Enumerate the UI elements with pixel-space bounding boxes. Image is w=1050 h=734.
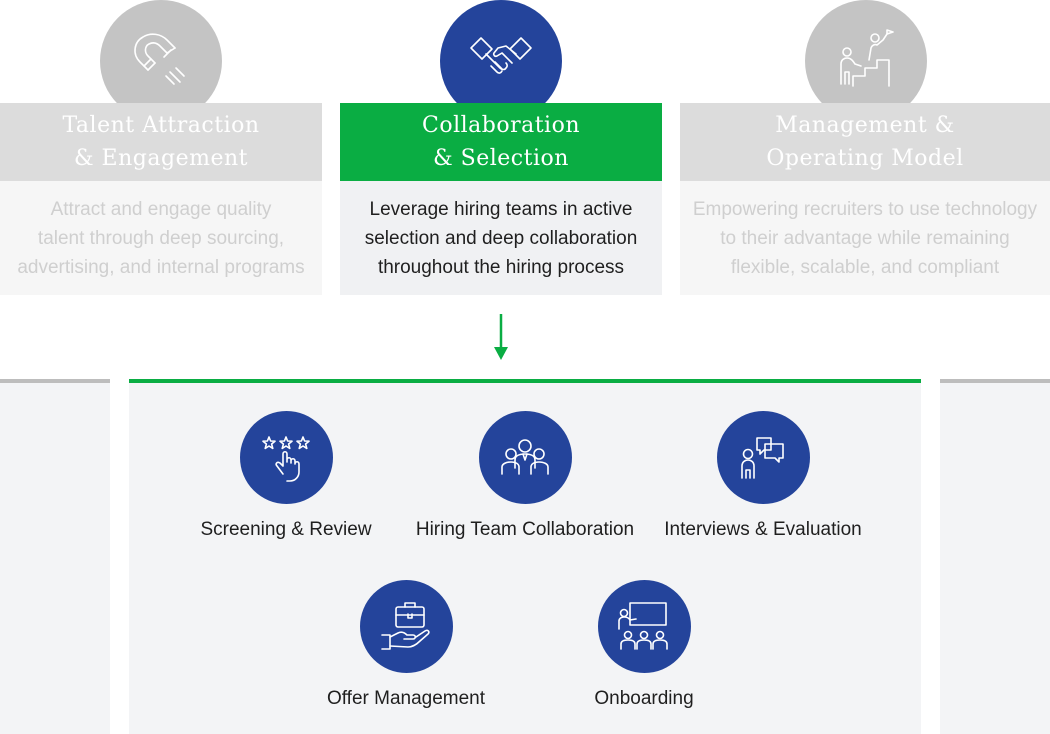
side-panel-right bbox=[940, 379, 1050, 734]
feature-label: Onboarding bbox=[594, 688, 694, 709]
feature-label: Hiring Team Collaboration bbox=[415, 519, 635, 540]
star-rating-hand-icon bbox=[239, 411, 333, 504]
chat-person-icon bbox=[716, 411, 810, 504]
feature-label: Interviews & Evaluation bbox=[664, 519, 862, 540]
pillar-description: Leverage hiring teams in active selectio… bbox=[340, 181, 662, 295]
pillar-description: Empowering recruiters to use technology … bbox=[680, 181, 1050, 295]
feature-interviews-evaluation: Interviews & Evaluation bbox=[643, 411, 883, 541]
feature-label: Offer Management bbox=[326, 688, 486, 709]
feature-onboarding: Onboarding bbox=[524, 580, 764, 710]
team-group-icon bbox=[478, 411, 572, 504]
down-arrow bbox=[494, 314, 508, 360]
pillar-title: Talent Attraction & Engagement bbox=[0, 103, 322, 181]
feature-offer-management: Offer Management bbox=[286, 580, 526, 710]
feature-label: Screening & Review bbox=[200, 519, 372, 540]
feature-screening-review: Screening & Review bbox=[166, 411, 406, 541]
pillar-title: Collaboration & Selection bbox=[340, 103, 662, 181]
feature-hiring-team: Hiring Team Collaboration bbox=[405, 411, 645, 541]
briefcase-hand-icon bbox=[359, 580, 453, 673]
pillar-description: Attract and engage quality talent throug… bbox=[0, 181, 322, 295]
presentation-audience-icon bbox=[597, 580, 691, 673]
pillar-title: Management & Operating Model bbox=[680, 103, 1050, 181]
climbing-steps-icon bbox=[805, 0, 927, 122]
magnet-icon bbox=[100, 0, 222, 122]
handshake-icon bbox=[440, 0, 562, 122]
side-panel-left bbox=[0, 379, 110, 734]
